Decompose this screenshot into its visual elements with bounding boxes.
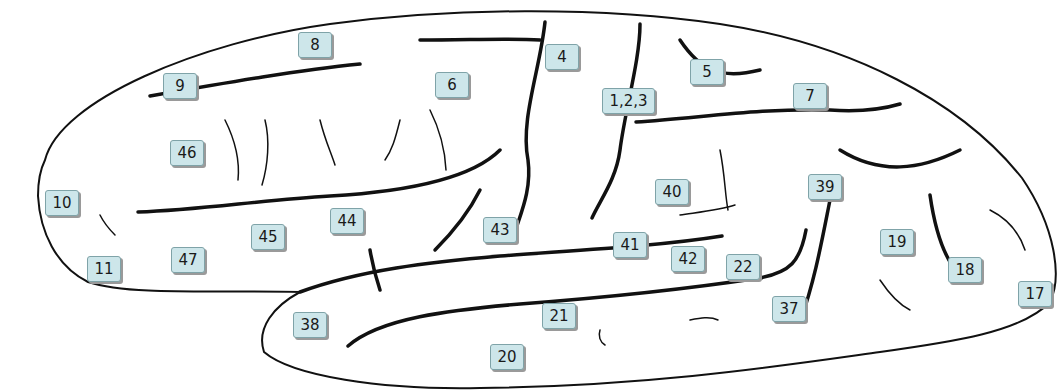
area-box: 10 (45, 190, 79, 216)
area-box: 39 (808, 174, 842, 200)
area-number: 20 (497, 350, 516, 365)
area-box: 47 (171, 247, 205, 273)
area-number: 11 (94, 262, 113, 277)
area-number: 43 (490, 223, 509, 238)
area-box: 37 (772, 296, 806, 322)
area-number: 5 (702, 65, 712, 80)
area-box: 5 (690, 59, 724, 85)
area-number: 19 (887, 235, 906, 250)
sulci (138, 22, 960, 346)
area-number: 9 (175, 79, 185, 94)
area-box: 1,2,3 (602, 88, 655, 114)
area-number: 17 (1025, 287, 1044, 302)
area-box: 4 (545, 44, 579, 70)
brain-contour (38, 11, 1056, 388)
area-number: 21 (549, 309, 568, 324)
area-box: 21 (542, 303, 576, 329)
area-box: 44 (330, 208, 364, 234)
area-box: 11 (87, 256, 121, 282)
area-box: 8 (298, 32, 332, 58)
area-number: 42 (678, 252, 697, 267)
area-number: 37 (779, 302, 798, 317)
area-number: 46 (177, 146, 196, 161)
area-box: 7 (793, 83, 827, 109)
area-box: 43 (483, 217, 517, 243)
area-number: 40 (662, 185, 681, 200)
area-box: 9 (163, 73, 197, 99)
area-box: 17 (1018, 281, 1052, 307)
area-number: 7 (805, 89, 815, 104)
area-number: 18 (955, 263, 974, 278)
area-number: 44 (337, 214, 356, 229)
area-number: 41 (620, 238, 639, 253)
area-number: 39 (815, 180, 834, 195)
area-box: 38 (293, 312, 327, 338)
area-number: 10 (52, 196, 71, 211)
area-number: 45 (258, 230, 277, 245)
area-box: 40 (655, 179, 689, 205)
area-box: 18 (948, 257, 982, 283)
area-box: 22 (726, 254, 760, 280)
area-box: 19 (880, 229, 914, 255)
area-number: 22 (733, 260, 752, 275)
area-box: 46 (170, 140, 204, 166)
area-box: 42 (671, 246, 705, 272)
area-number: 47 (178, 253, 197, 268)
area-box: 45 (251, 224, 285, 250)
area-number: 1,2,3 (609, 94, 647, 109)
area-number: 8 (310, 38, 320, 53)
area-number: 38 (300, 318, 319, 333)
area-number: 6 (447, 78, 457, 93)
area-number: 4 (557, 50, 567, 65)
minor-sulci (100, 110, 1025, 345)
area-box: 20 (490, 344, 524, 370)
area-box: 6 (435, 72, 469, 98)
area-box: 41 (613, 232, 647, 258)
